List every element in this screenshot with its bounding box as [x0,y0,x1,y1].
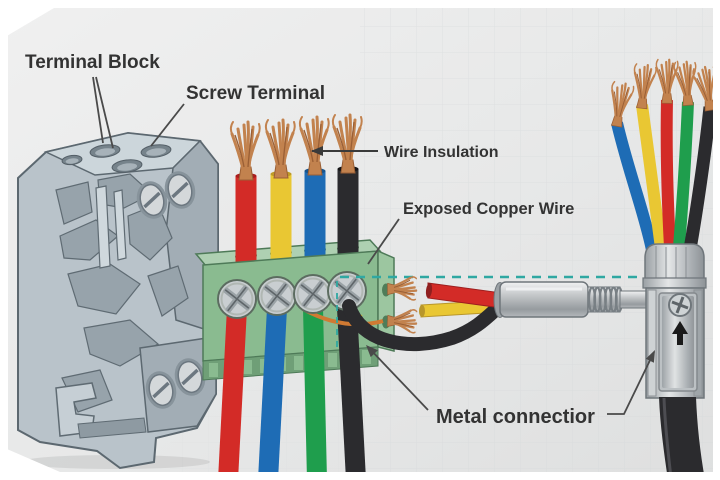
wire-insulation-label: Wire Insulation [384,144,499,161]
up-right-arrowhead-icon [645,350,655,363]
terminal-block-top-holes [61,144,172,173]
label-exposed-copper-wire: Exposed Copper Wire [367,200,574,265]
wire-black [683,106,717,251]
wire-black [337,307,366,480]
label-terminal-block: Terminal Block [25,52,160,149]
din-rail-clip [55,382,97,437]
metal-connector-left-leader [367,346,429,411]
label-metal-connector: Metal connectior [366,345,655,428]
terminal-block-leader [92,76,104,144]
metal-connector-label: Metal connectior [436,406,595,428]
metal-connector-block [642,243,707,399]
cable-bundle [659,397,705,480]
connector-screw [668,293,692,317]
wire-blue [258,307,287,480]
lead-wires-to-connector [342,282,509,351]
metal-connector-sleeve [493,281,651,318]
exposed-copper-leader [367,218,400,265]
up-left-arrowhead-icon [366,345,378,358]
right-wire-bundle [604,58,720,252]
connector-threads [587,286,624,313]
wire-blue [611,121,658,252]
left-arrowhead-icon [311,146,323,156]
up-arrow-icon [672,321,688,345]
wire-black-lead [342,297,509,351]
wire-red [218,307,247,480]
wire-green [303,307,327,480]
terminal-block-label: Terminal Block [25,52,160,73]
label-screw-terminal: Screw Terminal [150,83,325,147]
screw-terminal-label: Screw Terminal [186,83,325,104]
output-wires [218,307,366,480]
label-wire-insulation: Wire Insulation [311,144,499,161]
terminal-block-illustration [17,131,219,470]
wire-red [660,99,676,248]
input-wires [229,113,364,262]
screw-terminal-leader [150,103,185,147]
annotations: Terminal Block Screw Terminal Wire Insul… [25,52,655,428]
metal-connector-right-leader [607,351,655,415]
wire-green [673,101,694,248]
alignment-guide-dashes [336,275,640,348]
wire-yellow [636,104,667,249]
exposed-copper-wire-label: Exposed Copper Wire [403,200,574,218]
terminal-block-leader [95,76,114,149]
